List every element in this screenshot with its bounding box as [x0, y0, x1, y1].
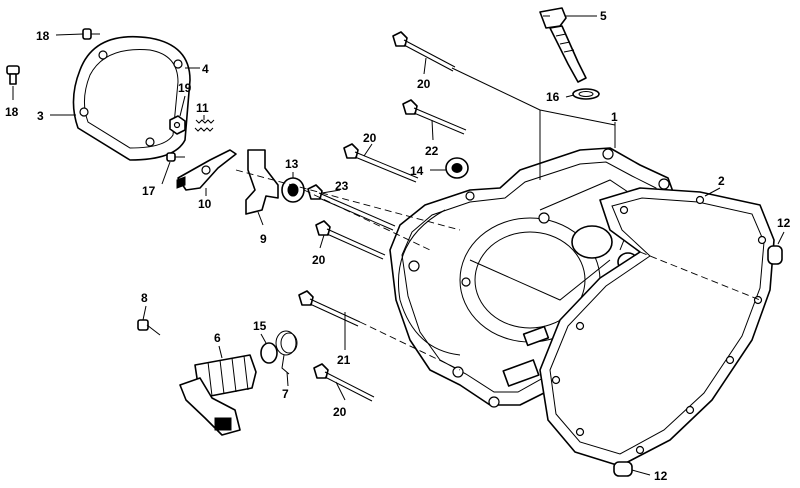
part-dowel-pin-12-top — [767, 245, 783, 265]
part-bolt-20-top — [392, 31, 456, 72]
callout-5: 5 — [600, 9, 607, 23]
callout-20-bottom: 20 — [333, 405, 347, 419]
part-bearing-14 — [445, 157, 469, 179]
callout-20-lower: 20 — [312, 253, 326, 267]
part-bolt-20-bottom — [313, 363, 375, 402]
part-bolt-22 — [402, 99, 467, 135]
callout-15: 15 — [253, 319, 267, 333]
part-bolt-23 — [307, 184, 396, 231]
part-bolt-20-lower — [315, 220, 386, 260]
part-lever-10 — [176, 149, 237, 191]
callout-18-left: 18 — [5, 105, 19, 119]
callout-22: 22 — [425, 144, 439, 158]
alignment-line-3 — [359, 321, 461, 371]
callout-4: 4 — [202, 62, 209, 76]
part-shaft-6 — [179, 354, 257, 436]
callout-17: 17 — [142, 184, 156, 198]
part-bolt-8 — [137, 319, 161, 336]
part-bolt-20-mid — [343, 143, 419, 183]
part-oil-filler-cap-5 — [539, 7, 587, 83]
callout-7: 7 — [282, 387, 289, 401]
callout-1: 1 — [611, 110, 618, 124]
part-cover-ring — [72, 35, 191, 161]
part-o-ring-15 — [260, 342, 278, 364]
leader-lines — [12, 15, 785, 476]
callout-10: 10 — [198, 197, 212, 211]
part-screw-18-left — [6, 65, 20, 85]
callout-18-top: 18 — [36, 29, 50, 43]
callout-16: 16 — [546, 90, 560, 104]
callout-14: 14 — [410, 164, 424, 178]
callout-3: 3 — [37, 109, 44, 123]
alignment-line-1 — [235, 169, 461, 231]
part-bearing-13 — [281, 177, 305, 203]
callout-6: 6 — [214, 331, 221, 345]
callout-11: 11 — [196, 101, 209, 115]
callout-20-mid: 20 — [363, 131, 377, 145]
alignment-line-2 — [303, 189, 431, 251]
callout-20-top: 20 — [417, 77, 431, 91]
part-screw-18-top — [82, 28, 100, 40]
part-spring-7 — [275, 330, 298, 375]
part-dowel-pin-12-bottom — [613, 461, 633, 477]
part-spring-11 — [194, 119, 215, 132]
callout-2: 2 — [718, 174, 725, 188]
part-o-ring-16 — [572, 88, 600, 100]
callout-12-top: 12 — [777, 216, 791, 230]
callout-19: 19 — [178, 81, 192, 95]
callout-13: 13 — [285, 157, 299, 171]
part-bolt-21 — [298, 290, 361, 327]
part-plate-9 — [245, 149, 279, 215]
callout-8: 8 — [141, 291, 148, 305]
part-nut-19 — [169, 115, 186, 135]
callout-9: 9 — [260, 232, 267, 246]
callout-21: 21 — [337, 353, 351, 367]
callout-labels: 1 2 3 4 5 6 7 8 9 10 11 12 12 13 14 15 1… — [5, 9, 791, 483]
callout-23: 23 — [335, 179, 349, 193]
callout-12-bottom: 12 — [654, 469, 668, 483]
part-screw-17 — [166, 152, 185, 162]
part-gasket-2 — [539, 187, 775, 467]
